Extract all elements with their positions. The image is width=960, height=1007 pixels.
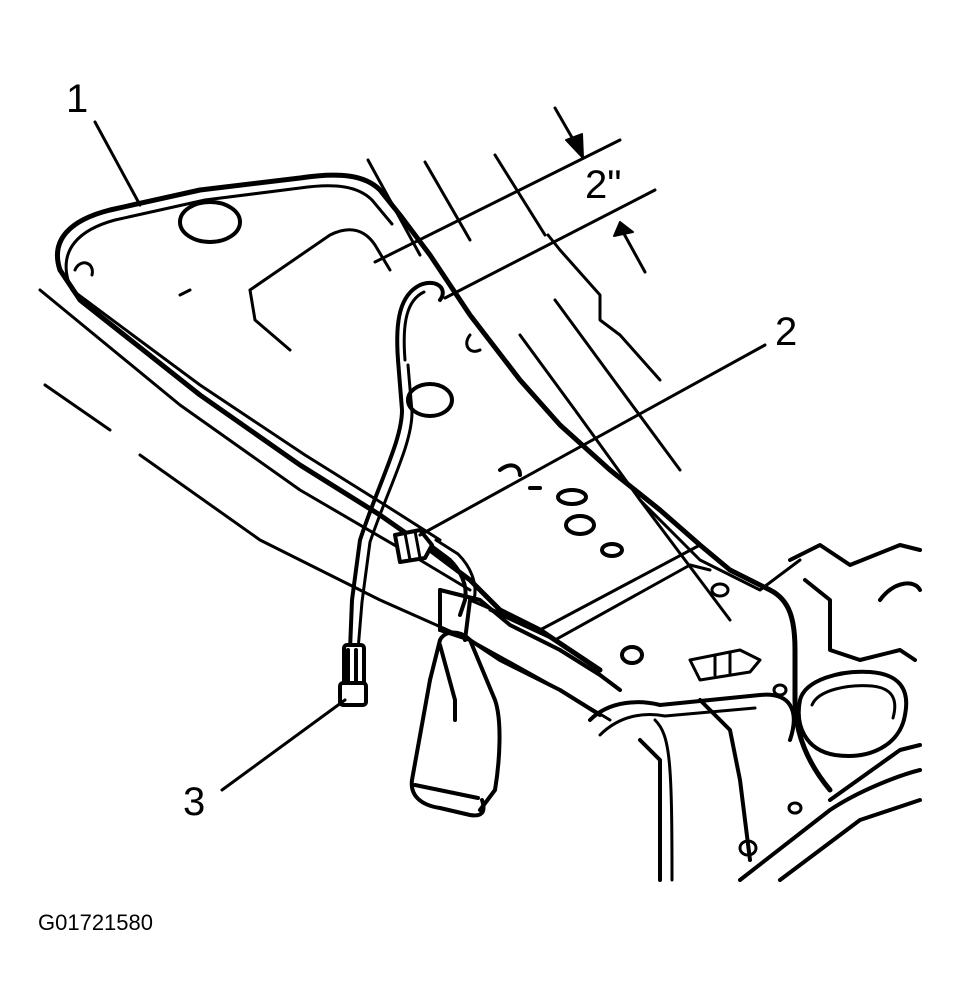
antenna-lead-harness [348,280,477,652]
body-rail [438,588,622,717]
callout-1: 1 [66,77,88,121]
leader-3 [220,698,347,792]
hinge-area [588,543,922,882]
leader-2 [418,343,767,537]
antenna-connector [338,643,368,707]
leader-1 [93,120,142,207]
dimension-2-inch [373,106,657,300]
callout-2: 2 [775,310,797,354]
antenna-module [409,630,502,818]
leader-lines [93,120,767,792]
callout-3: 3 [183,780,205,824]
dimension-label: 2" [585,163,621,207]
figure-code: G01721580 [38,910,153,935]
